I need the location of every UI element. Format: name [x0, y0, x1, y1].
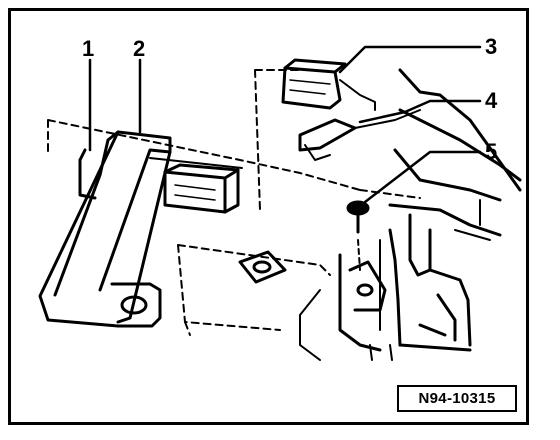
figure-id-label: N94-10315	[397, 385, 517, 412]
callout-3: 3	[485, 34, 498, 59]
callout-5: 5	[485, 139, 498, 164]
leader-lines	[88, 45, 482, 204]
screw-part-5	[346, 200, 370, 271]
callout-1: 1	[82, 36, 95, 61]
bracket-part-2	[38, 130, 172, 328]
callout-4: 4	[485, 88, 498, 113]
nut-plate	[238, 250, 287, 284]
housing-part-3	[281, 58, 376, 111]
diagram-frame	[8, 8, 529, 425]
support-block	[149, 157, 243, 214]
callout-2: 2	[133, 36, 146, 61]
leader-line-5	[363, 150, 482, 204]
leader-line-3	[338, 45, 482, 74]
connector-part-4	[298, 109, 421, 161]
leader-line-4	[358, 99, 482, 124]
body-structure	[299, 68, 522, 361]
